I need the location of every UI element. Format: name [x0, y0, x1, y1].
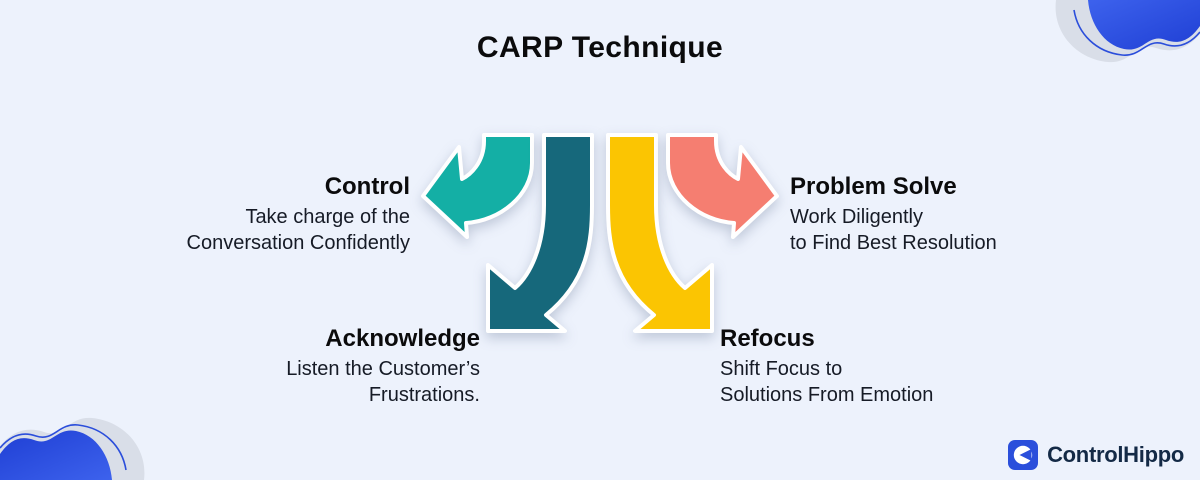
- step-control-desc-line-2: Conversation Confidently: [186, 232, 410, 254]
- refocus-arrow-icon: [606, 133, 714, 333]
- step-control-description: Take charge of the Conversation Confiden…: [80, 204, 410, 256]
- step-refocus-title: Refocus: [720, 325, 815, 352]
- control-arrow-icon: [421, 133, 534, 239]
- step-control-title: Control: [324, 173, 410, 200]
- step-acknowledge-description: Listen the Customer’s Frustrations.: [150, 356, 480, 408]
- page-title: CARP Technique: [476, 31, 724, 64]
- decorative-blob-top-right: [1055, 0, 1200, 63]
- step-control-desc-line-1: Take charge of the: [245, 206, 410, 228]
- acknowledge-arrow-icon: [486, 133, 594, 333]
- blob-outline-wave: [1073, 9, 1200, 56]
- step-problem-solve-desc-line-1: Work Diligently: [790, 206, 923, 228]
- step-control: Control Take charge of the Conversation …: [80, 172, 410, 256]
- step-refocus-description: Shift Focus to Solutions From Emotion: [720, 356, 1050, 408]
- controlhippo-c-icon: [1008, 440, 1039, 470]
- decorative-blob-bottom-left: [0, 417, 145, 480]
- step-refocus: Refocus Shift Focus to Solutions From Em…: [720, 324, 1050, 408]
- step-problem-solve: Problem Solve Work Diligently to Find Be…: [790, 172, 1120, 256]
- blob-blue-shape: [1088, 0, 1200, 50]
- step-problem-solve-title: Problem Solve: [790, 173, 957, 200]
- step-acknowledge: Acknowledge Listen the Customer’s Frustr…: [150, 324, 480, 408]
- step-problem-solve-desc-line-2: to Find Best Resolution: [790, 232, 997, 254]
- brand-logo: ControlHippo: [1008, 440, 1184, 470]
- carp-arrows-diagram: [421, 133, 779, 333]
- blob-blue-shape: [0, 430, 112, 480]
- step-refocus-desc-line-2: Solutions From Emotion: [720, 384, 934, 406]
- step-problem-solve-description: Work Diligently to Find Best Resolution: [790, 204, 1120, 256]
- step-acknowledge-desc-line-1: Listen the Customer’s: [286, 358, 480, 380]
- step-refocus-desc-line-1: Shift Focus to: [720, 358, 843, 380]
- step-acknowledge-title: Acknowledge: [325, 325, 480, 352]
- brand-name: ControlHippo: [1047, 442, 1184, 467]
- step-acknowledge-desc-line-2: Frustrations.: [368, 384, 480, 406]
- blob-outline-wave: [0, 424, 127, 471]
- problem-solve-arrow-icon: [666, 133, 779, 239]
